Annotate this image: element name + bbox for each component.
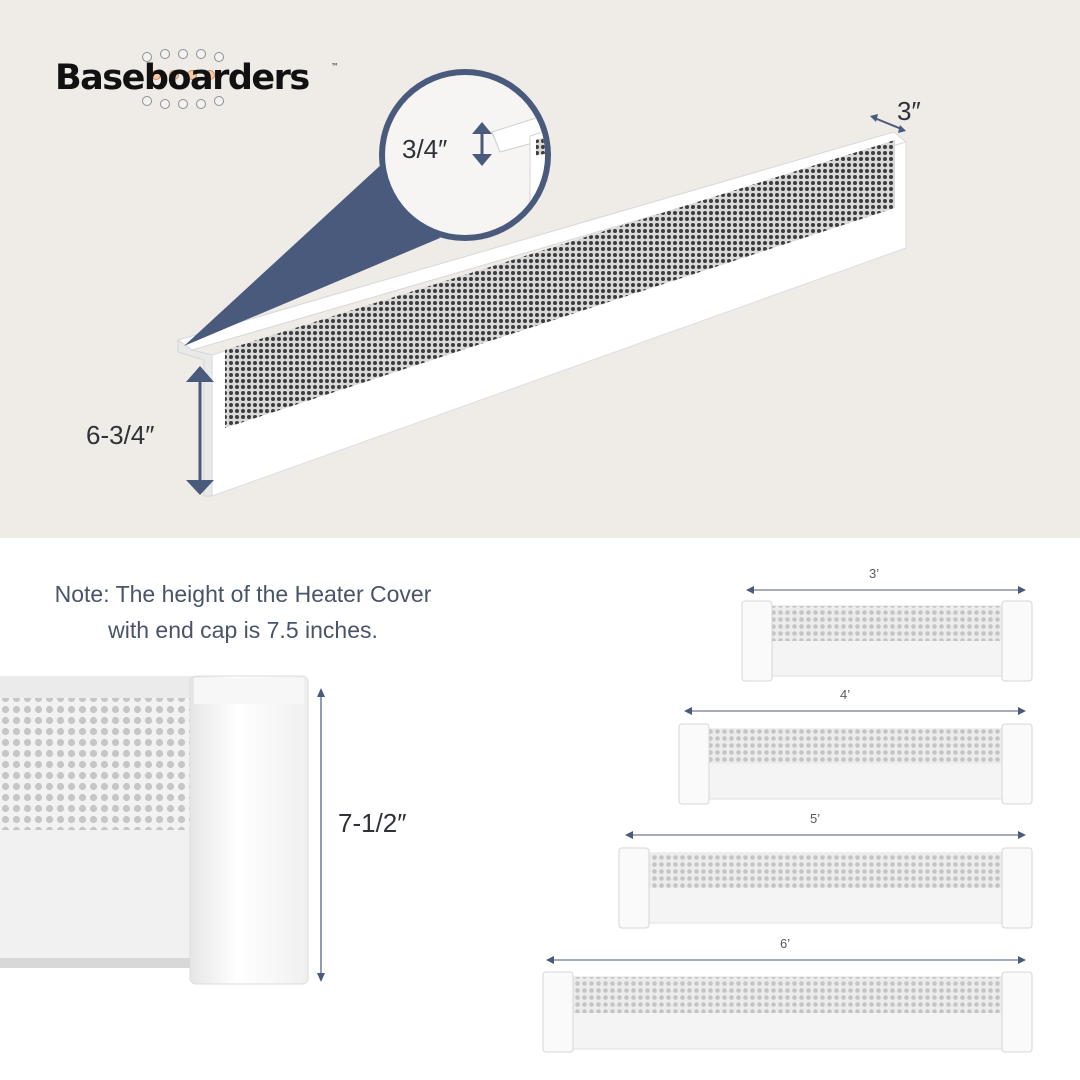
logo-dot: [214, 52, 224, 62]
size-variant-4: [678, 707, 1033, 805]
logo-dot: [169, 70, 179, 80]
end-cap-closeup: [0, 675, 309, 985]
size-label-4: 4’: [840, 687, 851, 702]
note-line-1: Note: The height of the Heater Cover: [54, 581, 432, 607]
height-note: Note: The height of the Heater Cover wit…: [20, 576, 466, 648]
brand-logo: Baseboarders ™: [55, 46, 345, 110]
logo-dot: [160, 49, 170, 59]
logo-dot: [196, 49, 206, 59]
logo-dot: [178, 99, 188, 109]
brand-trademark: ™: [331, 62, 339, 71]
note-line-2: with end cap is 7.5 inches.: [108, 617, 378, 643]
logo-dot: [160, 99, 170, 109]
logo-dot: [205, 70, 215, 80]
logo-dot: [187, 70, 197, 80]
logo-dot: [178, 49, 188, 59]
baseboard-3d-drawing: [176, 131, 908, 497]
body-height-arrow: [186, 366, 214, 495]
logo-dot: [196, 99, 206, 109]
logo-dot: [142, 52, 152, 62]
end-cap-height-label: 7-1/2″: [338, 808, 407, 838]
logo-dot: [142, 96, 152, 106]
lip-height-arrow: [472, 122, 492, 166]
depth-label: 3″: [897, 96, 921, 126]
logo-dot: [151, 70, 161, 80]
logo-dot: [214, 96, 224, 106]
size-label-5: 5’: [810, 811, 821, 826]
size-variant-5: [618, 831, 1033, 929]
size-label-6: 6’: [780, 936, 791, 951]
size-label-3: 3’: [869, 566, 880, 581]
lip-zoom-callout: [184, 69, 551, 346]
lip-height-label: 3/4″: [402, 134, 448, 164]
end-cap-height-arrow: [317, 688, 325, 982]
depth-arrow: [870, 114, 906, 133]
size-variant-3: [741, 586, 1033, 682]
size-variant-6: [542, 956, 1033, 1053]
body-height-label: 6-3/4″: [86, 420, 155, 450]
brand-name: Baseboarders: [55, 58, 310, 98]
